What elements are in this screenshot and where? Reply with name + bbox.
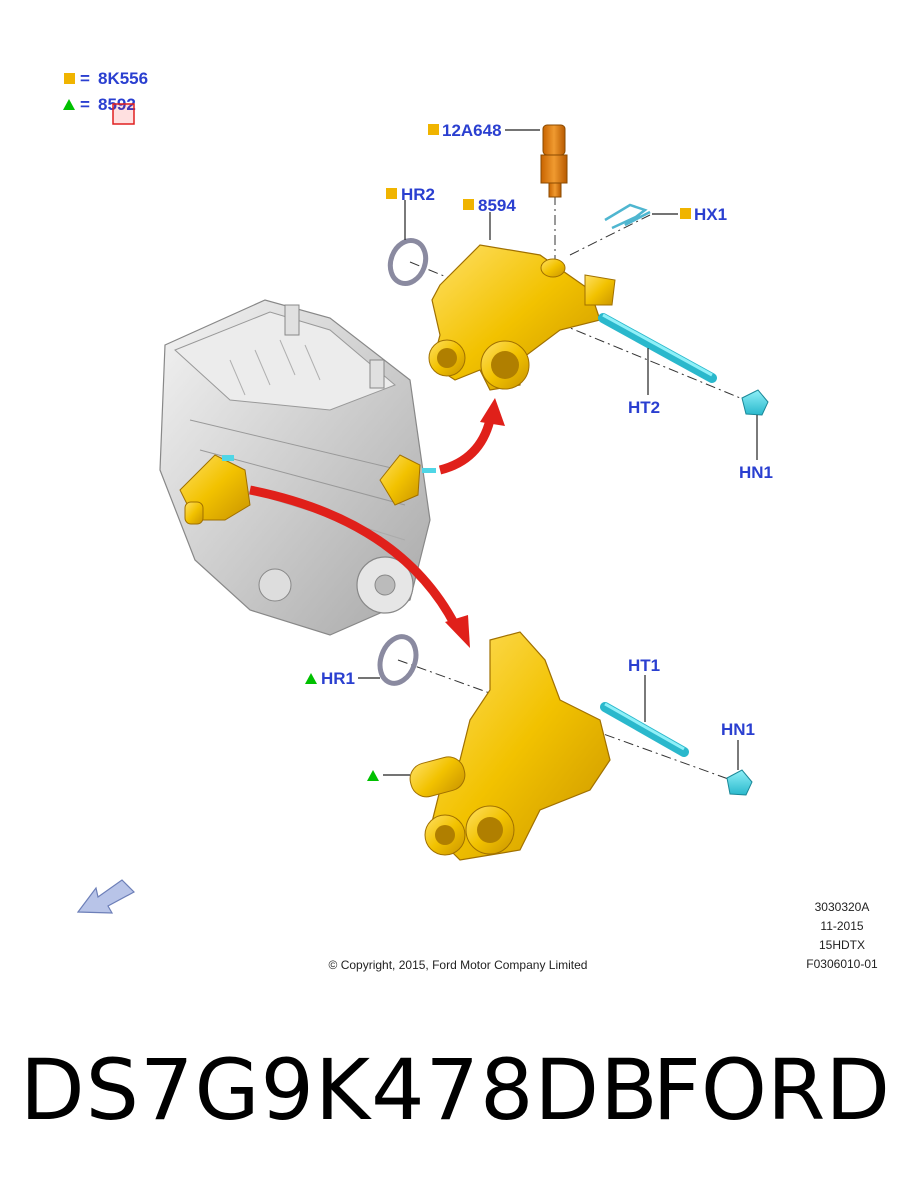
red-arrows xyxy=(249,398,505,648)
callout-hn1-lower: HN1 xyxy=(721,720,755,739)
square-marker-icon xyxy=(680,208,691,219)
square-marker-icon xyxy=(428,124,439,135)
triangle-marker-icon xyxy=(305,673,317,684)
callout-hx1: HX1 xyxy=(694,205,727,224)
copyright: © Copyright, 2015, Ford Motor Company Li… xyxy=(329,958,588,972)
exploded-parts-diagram: = 8K556 = 8592 xyxy=(63,69,878,972)
info-line2: 11-2015 xyxy=(820,919,863,933)
callout-ht1: HT1 xyxy=(628,656,660,675)
square-marker-icon xyxy=(386,188,397,199)
triangle-marker-icon xyxy=(367,770,379,781)
callout-ht2: HT2 xyxy=(628,398,660,417)
legend-square-ref: 8K556 xyxy=(98,69,148,88)
triangle-marker-icon xyxy=(63,99,75,110)
legend-equals-1: = xyxy=(80,69,90,88)
info-line4: F0306010-01 xyxy=(806,957,878,971)
brand-name: FORD xyxy=(652,1041,890,1139)
callout-sensor: 12A648 xyxy=(442,121,502,140)
square-marker-icon xyxy=(64,73,75,84)
engine-block xyxy=(159,299,436,636)
legend: = 8K556 = 8592 xyxy=(63,69,148,125)
leader-lines xyxy=(358,129,758,776)
info-block: 3030320A 11-2015 15HDTX F0306010-01 xyxy=(806,900,878,971)
orientation-arrow-icon xyxy=(76,879,135,914)
callouts: 12A648 HR2 8594 HX1 HT2 HN1 HR1 HT1 HN1 xyxy=(305,121,773,781)
info-line1: 3030320A xyxy=(815,900,870,914)
info-line3: 15HDTX xyxy=(819,938,865,952)
callout-hr1: HR1 xyxy=(321,669,355,688)
callout-hn1-upper: HN1 xyxy=(739,463,773,482)
upper-housing-assembly xyxy=(387,124,769,416)
square-marker-icon xyxy=(463,199,474,210)
part-number: DS7G9K478DB xyxy=(20,1041,659,1139)
lower-housing-assembly xyxy=(377,631,753,861)
legend-equals-2: = xyxy=(80,95,90,114)
callout-hr2: HR2 xyxy=(401,185,435,204)
callout-housing-upper: 8594 xyxy=(478,196,516,215)
highlight-box xyxy=(112,103,135,125)
